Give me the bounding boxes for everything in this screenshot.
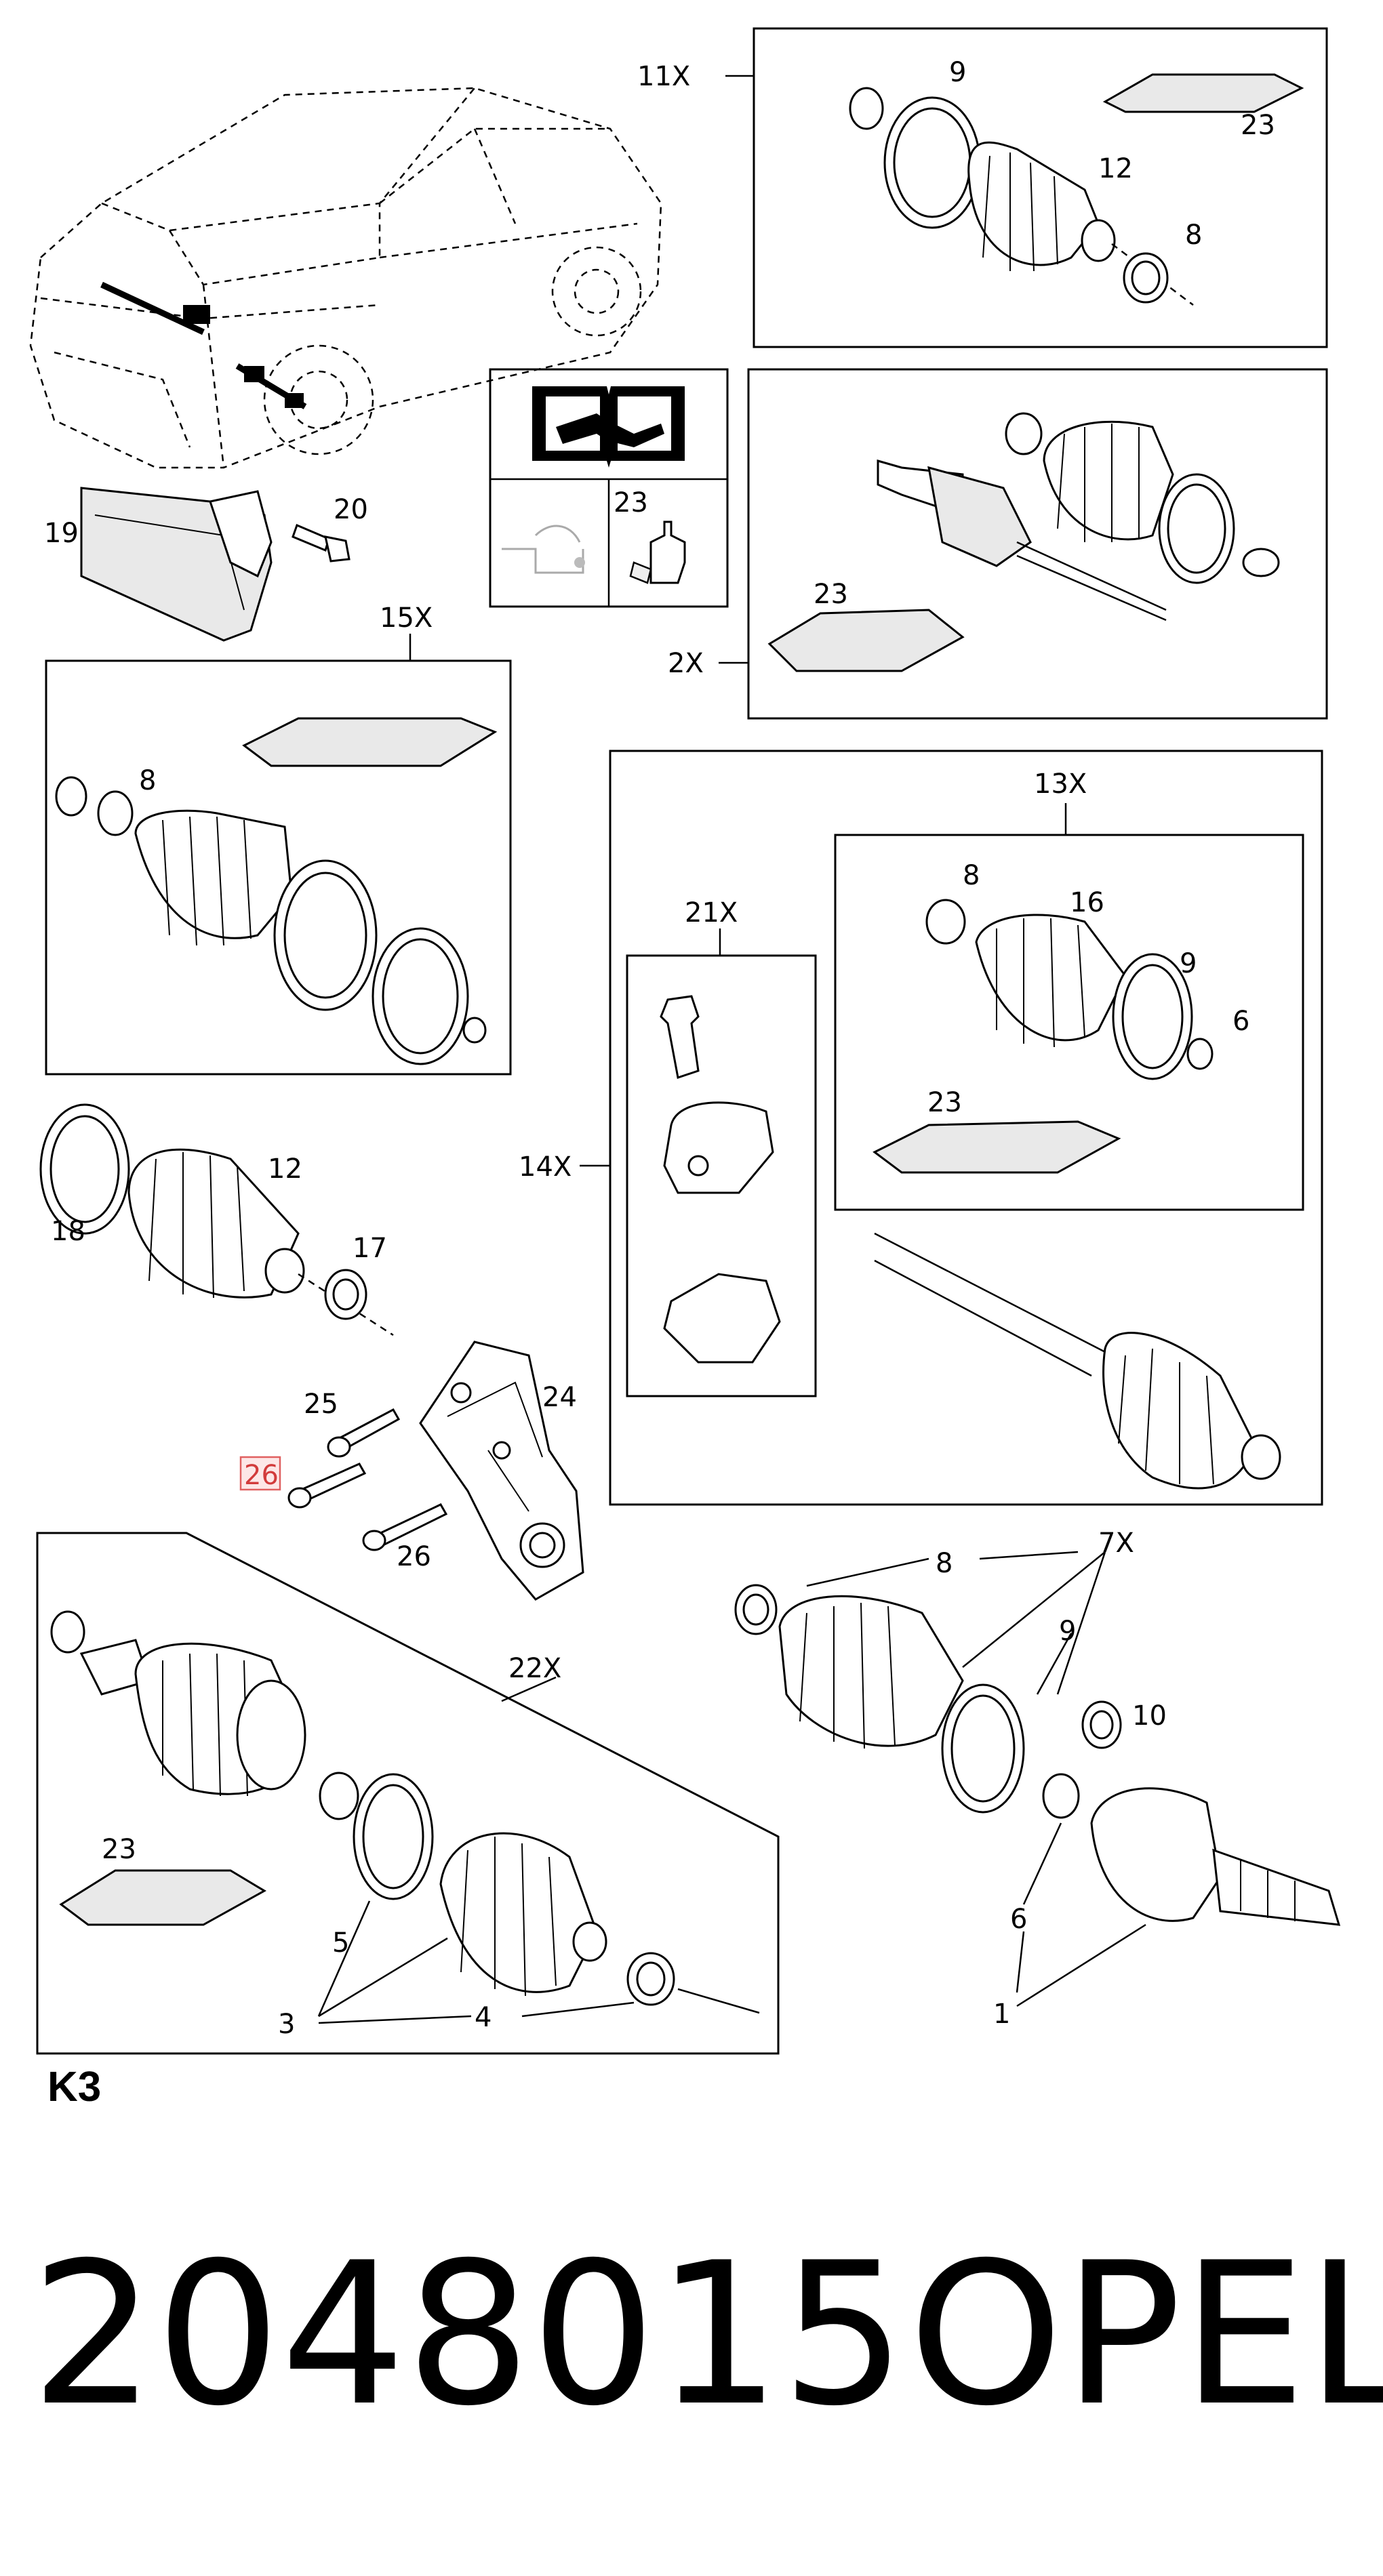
callout-14x: 14X: [519, 1151, 572, 1183]
brand-name: OPEL: [908, 2221, 1383, 2449]
callout-23-b: 23: [814, 579, 848, 610]
section-code: K3: [47, 2064, 101, 2110]
bolt-26-upper: 26: [239, 1456, 367, 1509]
car-illustration: [29, 87, 662, 469]
heat-shield-19: 19: [44, 487, 273, 642]
callout-4: 4: [475, 2002, 492, 2033]
kit-2x: 2X 23: [668, 368, 1328, 720]
callout-22x: 22X: [508, 1653, 561, 1684]
callout-6-b: 6: [1010, 1904, 1027, 1935]
kit-15x: 15X 8: [45, 602, 512, 1076]
callout-8-a: 8: [1185, 220, 1202, 251]
callout-23-d: 23: [102, 1834, 136, 1865]
callout-26-highlighted: 26: [244, 1460, 279, 1491]
callout-20: 20: [334, 494, 368, 525]
callout-26: 26: [397, 1541, 431, 1572]
bolt-20: 20: [292, 494, 368, 563]
loose-boot-group: 18 12 17: [39, 1103, 394, 1336]
service-info-panel: 23: [489, 368, 729, 608]
callout-13x: 13X: [1034, 769, 1087, 800]
callout-23-panel: 23: [614, 487, 648, 518]
kit-11x: 11X 9 12 8 23: [637, 27, 1328, 348]
manual-book-wrench-icon: [532, 386, 685, 468]
callout-9-c: 9: [1059, 1616, 1076, 1647]
callout-7x: 7X: [1098, 1528, 1134, 1559]
kit-21x: 21X: [626, 897, 817, 1397]
callout-11x: 11X: [637, 61, 690, 92]
callout-24: 24: [542, 1382, 577, 1413]
callout-8-c: 8: [963, 860, 980, 891]
callout-6-a: 6: [1232, 1006, 1249, 1037]
callout-16: 16: [1070, 887, 1104, 918]
oil-drain-pan-icon: [502, 525, 585, 574]
callout-23-c: 23: [927, 1087, 962, 1118]
callout-19: 19: [44, 518, 79, 549]
grease-tube-icon: [629, 520, 686, 584]
kit-22x: 22X 23 5 3 4: [36, 1532, 780, 2055]
callout-10: 10: [1132, 1700, 1167, 1732]
callout-9-b: 9: [1180, 948, 1197, 979]
callout-5: 5: [332, 1927, 349, 1959]
kit-13x: 13X 8 16 9 6 23: [834, 769, 1304, 1211]
kit-14x: 14X 21X 13X 8 16 9 6 23: [519, 750, 1323, 1506]
callout-3: 3: [278, 2009, 295, 2040]
callout-1: 1: [993, 1999, 1010, 2030]
bolt-25: 25: [304, 1389, 401, 1458]
highlight-box-26: [239, 1456, 281, 1491]
part-number: 2048015: [31, 2221, 906, 2449]
callout-9-a: 9: [949, 57, 966, 88]
bracket-24: 24: [419, 1341, 584, 1601]
callout-23-a: 23: [1241, 110, 1275, 141]
callout-25: 25: [304, 1389, 338, 1420]
bolt-26-lower: 26: [362, 1503, 448, 1572]
callout-18: 18: [51, 1216, 85, 1247]
callout-2x: 2X: [668, 648, 704, 679]
callout-21x: 21X: [685, 897, 738, 928]
callout-8-b: 8: [139, 765, 156, 796]
kit-7x: 8 7X 9 10 6 1: [734, 1528, 1341, 2030]
callout-17: 17: [353, 1233, 387, 1264]
callout-12-b: 12: [268, 1153, 302, 1185]
callout-15x: 15X: [380, 602, 433, 634]
callout-12-a: 12: [1098, 153, 1133, 184]
callout-8-d: 8: [936, 1548, 953, 1579]
